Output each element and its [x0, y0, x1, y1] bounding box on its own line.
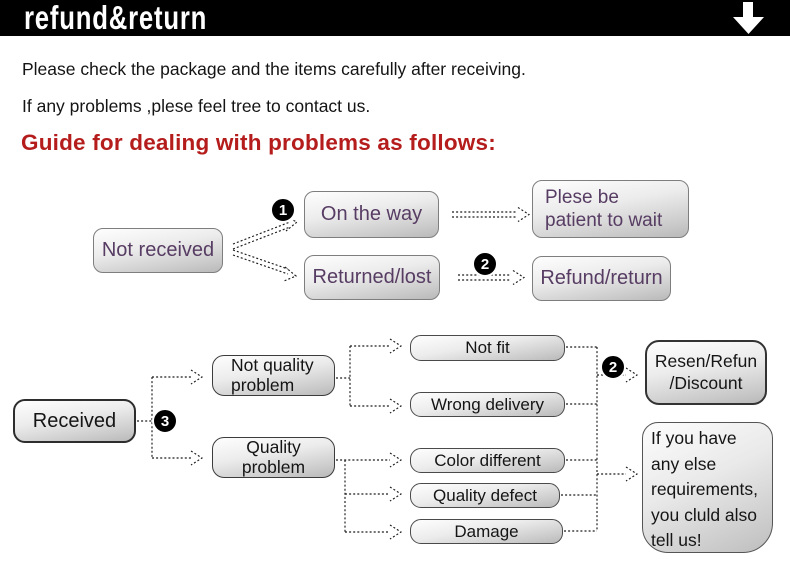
node-color-different: Color different: [410, 448, 565, 473]
node-wrong-delivery: Wrong delivery: [410, 392, 565, 417]
intro-line-1: Please check the package and the items c…: [22, 59, 526, 79]
node-on-the-way: On the way: [304, 191, 439, 238]
node-refund-return: Refund/return: [532, 256, 671, 301]
node-any-else-requirements: If you have any else requirements, you c…: [642, 422, 773, 553]
node-please-be-patient: Plese be patient to wait: [532, 180, 689, 238]
badge-1-icon: 1: [270, 197, 296, 223]
node-received: Received: [13, 399, 136, 443]
guide-heading: Guide for dealing with problems as follo…: [21, 130, 496, 155]
node-not-fit: Not fit: [410, 335, 565, 361]
badge-3-icon: 3: [152, 408, 178, 434]
badge-2-icon: 2: [472, 251, 498, 277]
node-returned-lost: Returned/lost: [304, 255, 440, 300]
node-damage: Damage: [410, 519, 563, 544]
banner-title: refund&return: [24, 0, 208, 36]
node-quality-problem: Quality problem: [212, 437, 335, 478]
down-arrow-icon: [733, 2, 764, 34]
badge-2b-icon: 2: [600, 354, 626, 380]
node-not-quality-problem: Not quality problem: [212, 355, 335, 396]
node-not-received: Not received: [93, 228, 223, 273]
node-quality-defect: Quality defect: [410, 483, 560, 508]
node-resend-refund-discount: Resen/Refun /Discount: [645, 340, 767, 405]
title-banner: refund&return: [0, 0, 790, 36]
intro-line-2: If any problems ,plese feel tree to cont…: [22, 96, 371, 116]
